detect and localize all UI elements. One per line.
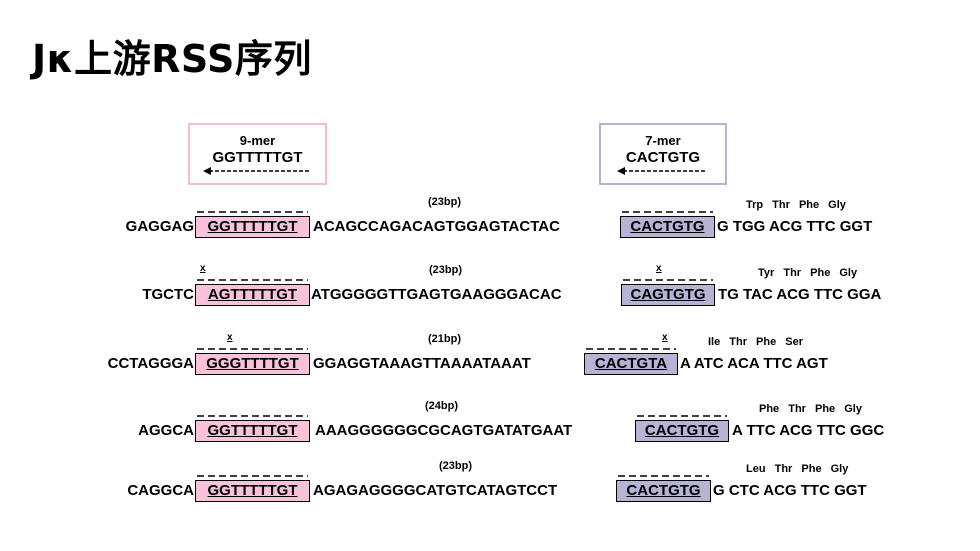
spacer-length: (24bp) <box>425 400 458 412</box>
heptamer-box: CACTGTG <box>616 480 711 502</box>
spacer-length: (23bp) <box>429 264 462 276</box>
flanking-sequence: GAGGAG <box>125 218 194 235</box>
flanking-sequence: AGGCA <box>138 422 194 439</box>
heptamer-box: CACTGTA <box>584 353 678 375</box>
spacer-sequence: GGAGGTAAAGTTAAAATAAAT <box>313 355 531 372</box>
nonamer-box: GGTTTTTGT <box>195 216 310 238</box>
nonamer-dashes <box>195 407 310 417</box>
amino-acid-labels: Phe Thr Phe Gly <box>759 403 862 415</box>
nonamer-legend: 9-mer GGTTTTTGT <box>188 123 327 185</box>
heptamer-dashes <box>616 467 711 477</box>
flanking-sequence: CAGGCA <box>127 482 194 499</box>
nonamer-box: GGGTTTTGT <box>195 353 310 375</box>
coding-sequence: G CTC ACG TTC GGT <box>713 482 867 499</box>
nonamer-legend-sequence: GGTTTTTGT <box>212 149 303 166</box>
heptamer-dashes: x <box>584 333 678 350</box>
mismatch-mark: x <box>227 332 233 343</box>
page-title: Jκ上游RSS序列 <box>32 37 312 81</box>
spacer-length: (23bp) <box>439 460 472 472</box>
amino-acid-labels: Trp Thr Phe Gly <box>746 199 846 211</box>
nonamer-dashes: x <box>195 333 310 350</box>
nonamer-dashes: x <box>195 264 310 281</box>
amino-acid-labels: Leu Thr Phe Gly <box>746 463 849 475</box>
spacer-length: (23bp) <box>428 196 461 208</box>
heptamer-legend: 7-mer CACTGTG <box>599 123 727 185</box>
mismatch-mark: x <box>662 332 668 343</box>
mismatch-mark: x <box>200 263 206 274</box>
heptamer-dashes: x <box>621 264 715 281</box>
nonamer-box: AGTTTTTGT <box>195 284 310 306</box>
heptamer-legend-sequence: CACTGTG <box>625 149 701 166</box>
nonamer-box: GGTTTTTGT <box>195 480 310 502</box>
heptamer-legend-label: 7-mer <box>645 133 681 148</box>
heptamer-box: CACTGTG <box>635 420 729 442</box>
heptamer-box: CAGTGTG <box>621 284 715 306</box>
coding-sequence: TG TAC ACG TTC GGA <box>718 286 882 303</box>
amino-acid-labels: Tyr Thr Phe Gly <box>758 267 858 279</box>
flanking-sequence: TGCTC <box>142 286 194 303</box>
coding-sequence: G TGG ACG TTC GGT <box>717 218 873 235</box>
coding-sequence: A ATC ACA TTC AGT <box>680 355 828 372</box>
heptamer-dashes <box>635 407 729 417</box>
amino-acid-labels: Ile Thr Phe Ser <box>708 336 804 348</box>
nonamer-legend-label: 9-mer <box>239 133 276 148</box>
heptamer-dashes <box>620 203 715 213</box>
flanking-sequence: CCTAGGGA <box>107 355 194 372</box>
heptamer-direction-arrow <box>617 167 707 175</box>
spacer-sequence: AGAGAGGGGCATGTCATAGTCCT <box>313 482 558 499</box>
heptamer-box: CACTGTG <box>620 216 715 238</box>
spacer-sequence: AAAGGGGGGCGCAGTGATATGAAT <box>315 422 573 439</box>
spacer-length: (21bp) <box>428 333 461 345</box>
nonamer-dashes <box>195 467 310 477</box>
spacer-sequence: ACAGCCAGACAGTGGAGTACTAC <box>313 218 560 235</box>
coding-sequence: A TTC ACG TTC GGC <box>732 422 885 439</box>
nonamer-dashes <box>195 203 310 213</box>
spacer-sequence: ATGGGGGTTGAGTGAAGGGACAC <box>311 286 562 303</box>
mismatch-mark: x <box>656 263 662 274</box>
nonamer-direction-arrow <box>202 167 311 175</box>
nonamer-box: GGTTTTTGT <box>195 420 310 442</box>
